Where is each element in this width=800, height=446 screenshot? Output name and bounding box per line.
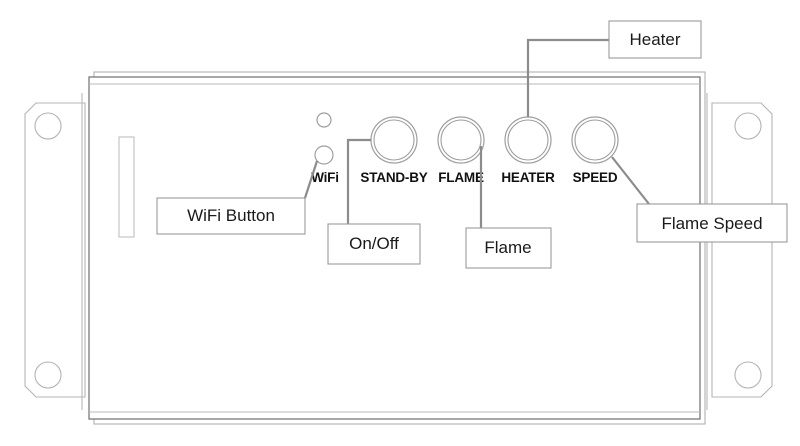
panel-label-flame: FLAME (438, 170, 484, 185)
onoff-callout[interactable]: On/Off (327, 223, 421, 265)
left-bracket-hole-top (34, 112, 62, 140)
heater-callout-label: Heater (629, 30, 680, 49)
leader-flame-speed (611, 156, 650, 205)
right-bracket-plate (711, 102, 773, 398)
left-bracket-plate (24, 102, 86, 398)
standby-knob[interactable] (370, 116, 418, 164)
wifi-button-callout-label: WiFi Button (187, 206, 275, 225)
connector-slot (118, 136, 135, 238)
heater-callout[interactable]: Heater (608, 20, 702, 59)
onoff-callout-label: On/Off (349, 234, 399, 253)
wifi-indicator-group (314, 112, 334, 165)
panel-label-wifi: WiFi (311, 170, 339, 185)
leader-wifi-button (303, 160, 319, 199)
right-bracket-hole-top (734, 112, 762, 140)
flame-knob[interactable] (437, 116, 485, 164)
left-mounting-bracket (24, 102, 86, 398)
leader-heater (526, 38, 609, 117)
speed-knob[interactable] (571, 116, 619, 164)
panel-label-group: WiFi STAND-BY FLAME HEATER SPEED (311, 170, 618, 185)
knob-group (370, 116, 619, 164)
panel-label-heater: HEATER (501, 170, 555, 185)
heater-knob[interactable] (504, 116, 552, 164)
right-bracket-hole-bottom (734, 361, 762, 389)
leader-line-group (303, 38, 650, 228)
panel-label-standby: STAND-BY (360, 170, 427, 185)
leader-onoff (346, 138, 371, 224)
right-mounting-bracket (711, 102, 773, 398)
flame-speed-callout-label: Flame Speed (661, 214, 762, 233)
flame-callout[interactable]: Flame (465, 227, 552, 269)
wifi-button-callout[interactable]: WiFi Button (156, 197, 306, 235)
flame-speed-callout[interactable]: Flame Speed (636, 203, 788, 243)
panel-label-speed: SPEED (573, 170, 618, 185)
wifi-button[interactable] (314, 145, 334, 165)
callout-group: Heater WiFi Button On/Off Flame Flame Sp… (156, 20, 788, 269)
left-bracket-hole-bottom (34, 361, 62, 389)
status-led-icon (316, 112, 332, 128)
flame-callout-label: Flame (484, 238, 531, 257)
